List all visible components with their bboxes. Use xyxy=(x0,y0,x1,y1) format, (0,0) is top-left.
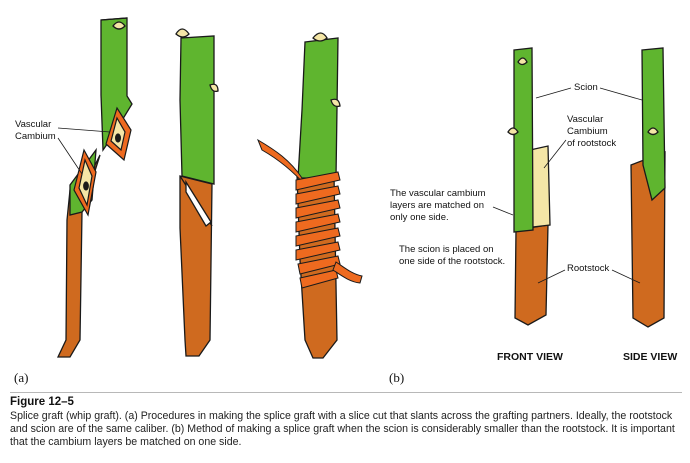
panel-a-label: (a) xyxy=(14,370,28,385)
side-view-scion xyxy=(641,47,666,202)
label-rootstock-text: Rootstock xyxy=(567,263,609,274)
label-vc-line2: Cambium xyxy=(567,126,608,137)
label-vascular-cambium-rootstock: Vascular Cambium of rootstock xyxy=(543,114,616,169)
figure-caption: Splice graft (whip graft). (a) Procedure… xyxy=(10,410,675,449)
label-rootstock: Rootstock xyxy=(537,263,641,284)
label-vc-line3: of rootstock xyxy=(567,138,616,149)
label-matched: The vascular cambium layers are matched … xyxy=(390,188,514,223)
label-matched-line1: The vascular cambium xyxy=(390,188,486,199)
front-view-scion xyxy=(507,47,534,233)
label-matched-line2: layers are matched on xyxy=(390,200,484,211)
cambium-diamond-rootstock xyxy=(73,148,97,217)
label-placed-line1: The scion is placed on xyxy=(399,244,494,255)
label-vc-line1: Vascular xyxy=(567,114,603,125)
splice-graft-illustration: Vascular Cambium (a) (b) xyxy=(14,17,677,385)
figure-title: Figure 12–5 xyxy=(10,396,74,408)
stem-2 xyxy=(175,28,219,357)
label-placed: The scion is placed on one side of the r… xyxy=(399,244,505,267)
side-view-label: SIDE VIEW xyxy=(623,351,677,363)
vascular-cambium-label-line1: Vascular xyxy=(15,119,51,130)
label-scion: Scion xyxy=(535,82,643,101)
label-placed-line2: one side of the rootstock. xyxy=(399,256,505,267)
vascular-cambium-label-line2: Cambium xyxy=(15,131,56,142)
label-scion-text: Scion xyxy=(574,82,598,93)
grafting-tape xyxy=(256,138,363,289)
vascular-cambium-label: Vascular Cambium xyxy=(15,119,111,175)
panel-b-label: (b) xyxy=(389,370,404,385)
front-view-label: FRONT VIEW xyxy=(497,351,563,363)
label-matched-line3: only one side. xyxy=(390,212,449,223)
caption-divider xyxy=(10,392,682,393)
